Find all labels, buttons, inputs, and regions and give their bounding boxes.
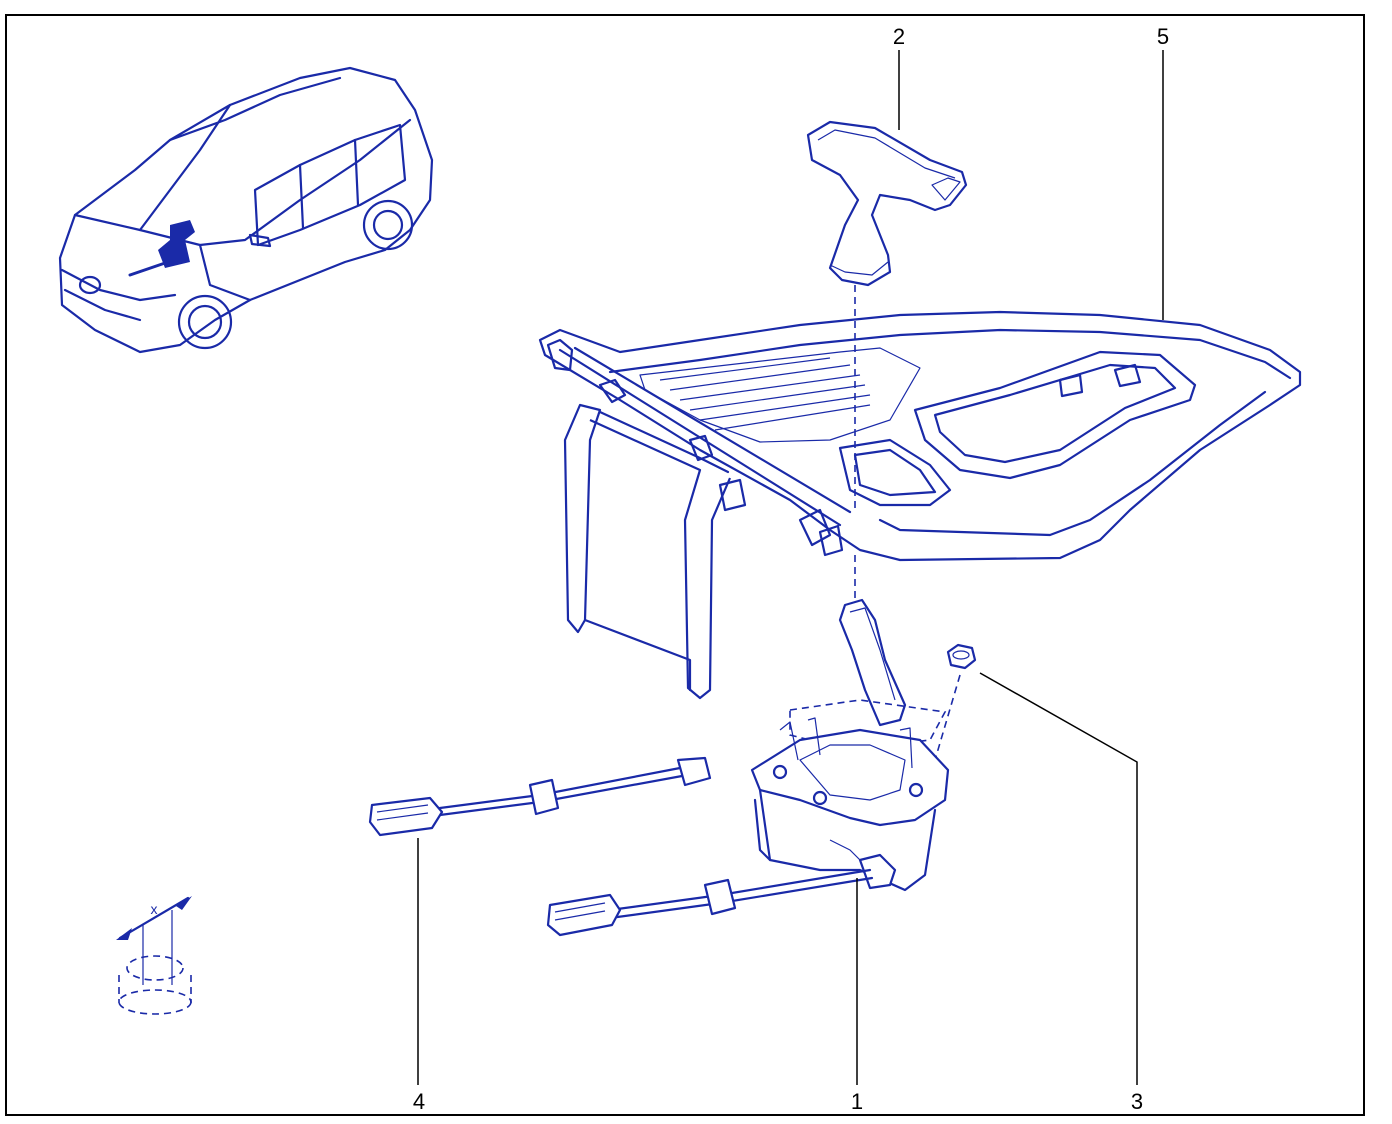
callout-3: 3 — [1131, 1089, 1143, 1114]
gear-shifter-part-1 — [750, 598, 950, 892]
wiring-harness-part-4 — [368, 756, 712, 837]
shifter-harness — [546, 868, 874, 937]
vehicle-locator-icon — [58, 66, 434, 354]
callout-1: 1 — [851, 1089, 863, 1114]
callout-2: 2 — [893, 24, 905, 49]
leader-3 — [979, 672, 1138, 1085]
callout-4: 4 — [413, 1089, 425, 1114]
nut-axis — [934, 674, 961, 761]
callout-5: 5 — [1157, 24, 1169, 49]
console-bezel-part-5 — [538, 310, 1302, 700]
gear-knob-part-2 — [806, 120, 968, 287]
symbol-x-label: x — [151, 901, 158, 917]
nut-part-3 — [946, 643, 977, 670]
torque-symbol-icon: x — [116, 896, 192, 1015]
